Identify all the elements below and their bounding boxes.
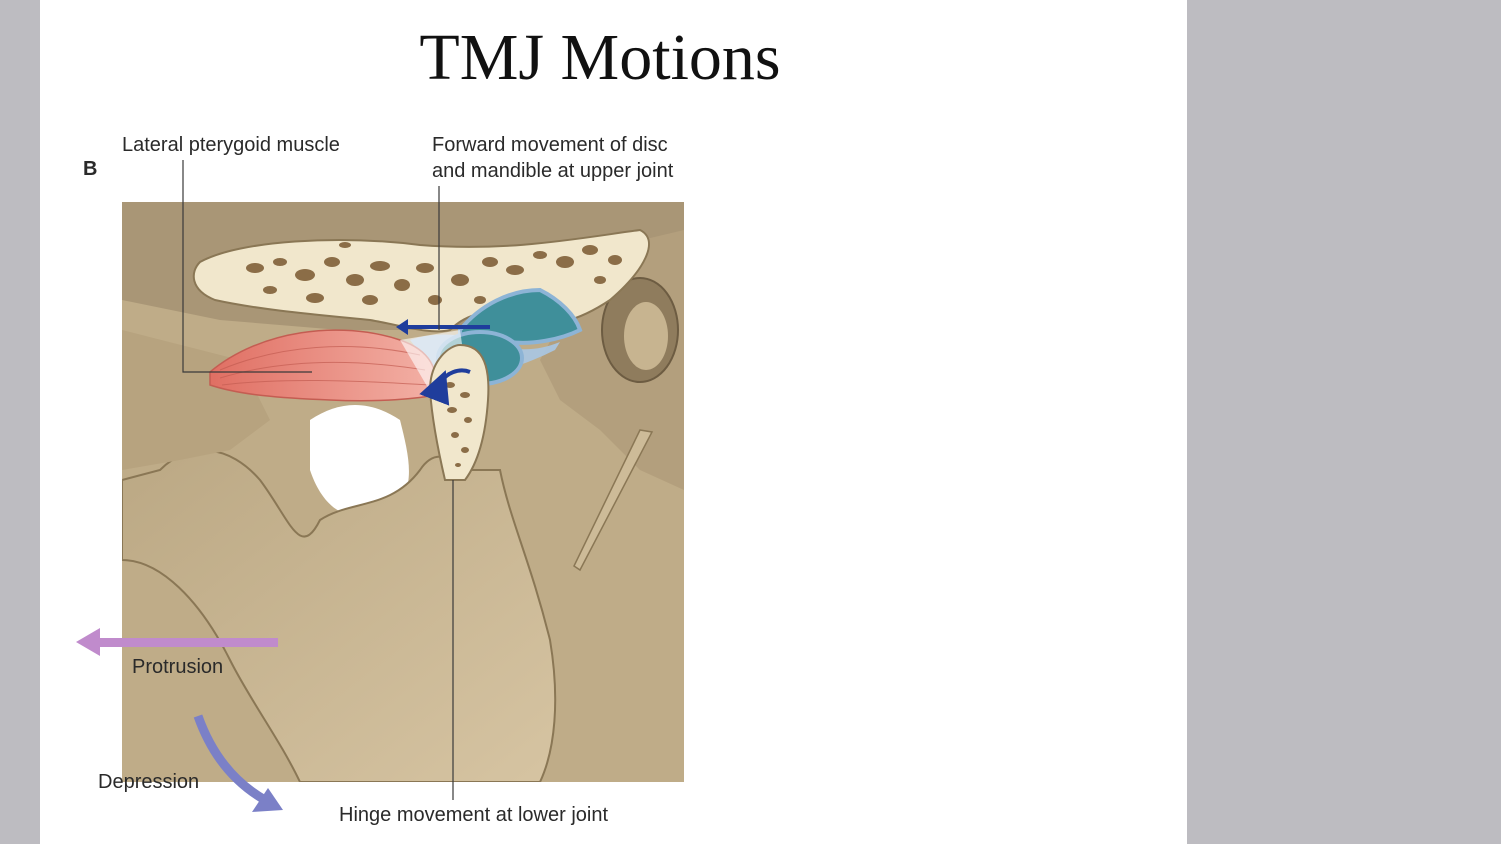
label-hinge-movement: Hinge movement at lower joint	[339, 804, 609, 826]
forward-movement-arrow	[396, 319, 490, 335]
label-forward-movement-line1: Forward movement of disc	[432, 134, 668, 156]
depression-arrow	[193, 714, 283, 812]
panel-letter: B	[83, 158, 98, 180]
tmj-illustration	[76, 160, 684, 812]
slide: TMJ Motions	[40, 0, 1187, 844]
label-forward-movement-line2: and mandible at upper joint	[432, 160, 674, 182]
label-depression: Depression	[98, 771, 200, 793]
mandibular-condyle	[419, 343, 490, 481]
label-lateral-pterygoid: Lateral pterygoid muscle	[122, 134, 340, 156]
label-protrusion: Protrusion	[132, 656, 224, 678]
slide-title: TMJ Motions	[419, 21, 781, 94]
leader-lines	[182, 160, 454, 800]
protrusion-arrow	[76, 628, 278, 656]
